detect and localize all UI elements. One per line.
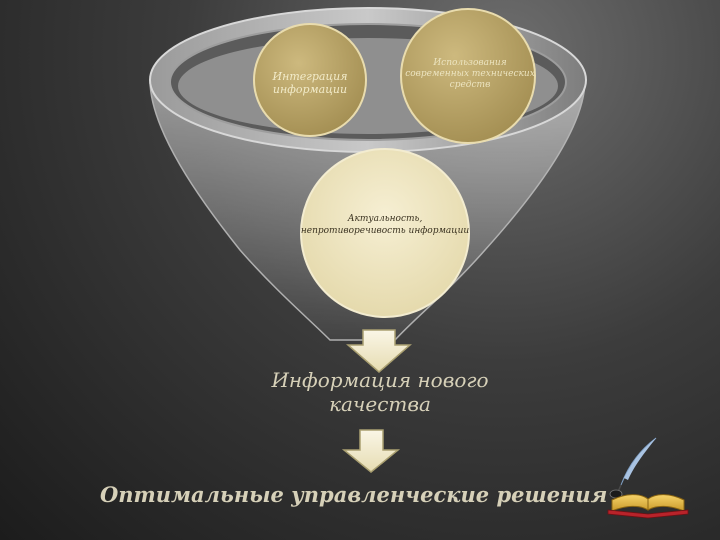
result-label: Информация нового качества: [271, 368, 489, 416]
circle-technical-means-label: Использования современных технических ср…: [405, 58, 535, 90]
down-arrow-icon: [341, 429, 401, 473]
circle-actuality: [300, 148, 470, 318]
final-decision-label: Оптимальные управленческие решения: [100, 482, 608, 507]
circle-actuality-label: Актуальность, непротиворечивость информа…: [300, 214, 470, 236]
circle-integration: [253, 23, 367, 137]
circle-integration-label: Интеграция информации: [272, 70, 348, 96]
open-book-icon: [607, 494, 689, 519]
down-arrow-icon: [345, 329, 413, 373]
quill-pen-icon: [609, 437, 657, 499]
circle-technical-means: [400, 8, 536, 144]
